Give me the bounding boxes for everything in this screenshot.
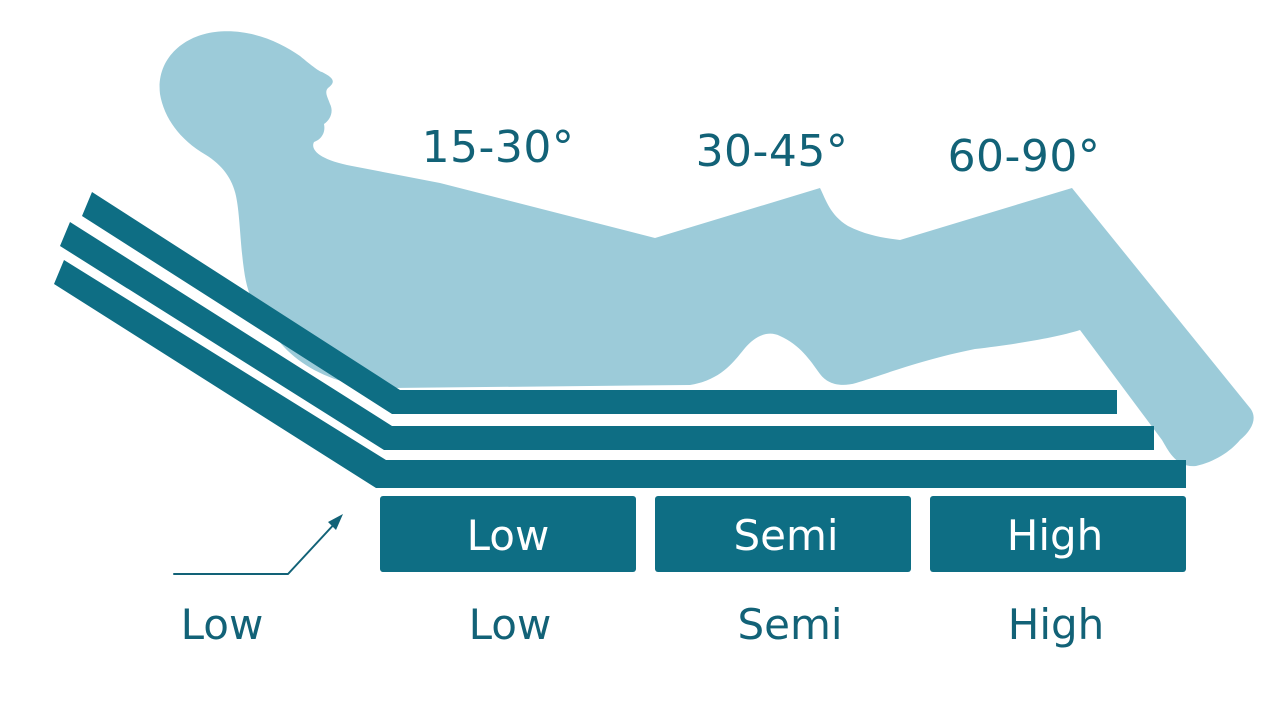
bottom-label-high: High	[1008, 600, 1105, 649]
angle-label-2: 30-45°	[696, 126, 849, 177]
angle-label-3: 60-90°	[948, 131, 1101, 182]
bottom-label-low: Low	[469, 600, 552, 649]
level-block-high-label: High	[1007, 511, 1104, 560]
arrow-up-right-icon	[173, 514, 343, 575]
reclining-person-icon	[159, 31, 1254, 467]
level-block-semi-label: Semi	[733, 511, 838, 560]
bed-band-low	[82, 192, 1117, 414]
bed-band-high	[54, 260, 1186, 488]
bottom-label-semi: Semi	[737, 600, 842, 649]
level-block-semi: Semi	[655, 496, 911, 572]
bed-band-semi	[60, 222, 1154, 450]
level-block-high: High	[930, 496, 1186, 572]
level-block-low-label: Low	[467, 511, 550, 560]
level-block-low: Low	[380, 496, 636, 572]
bottom-label-low-pointer: Low	[181, 600, 264, 649]
angle-label-1: 15-30°	[422, 122, 575, 173]
